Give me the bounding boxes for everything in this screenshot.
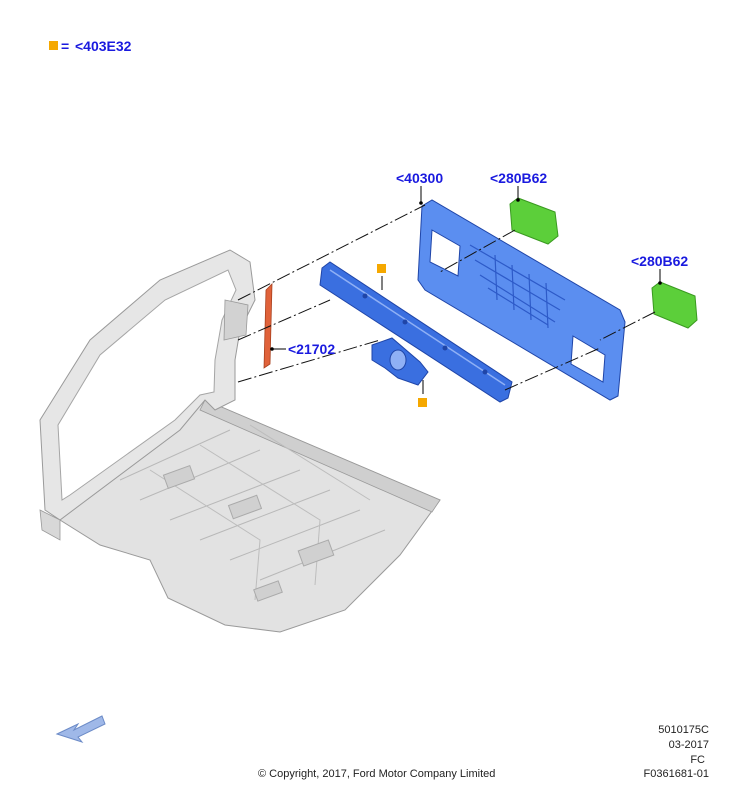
legend-code: <403E32 [75, 38, 132, 54]
legend-equals: = [61, 38, 69, 54]
marker-square-lower [418, 398, 427, 407]
reinforcement-bar [319, 261, 513, 403]
pad-lower [651, 281, 698, 329]
callout-pad-right: <280B62 [631, 253, 688, 269]
direction-arrow-icon [55, 715, 106, 743]
marker-square-upper [377, 264, 386, 273]
back-panel [417, 199, 626, 401]
doc-id: 5010175C [658, 724, 709, 736]
doc-date: 03-2017 [668, 739, 709, 751]
floor-pan [59, 399, 441, 633]
figure-id: F0361681-01 [643, 768, 709, 780]
pad-upper [509, 197, 559, 245]
copyright-notice: © Copyright, 2017, Ford Motor Company Li… [258, 768, 496, 780]
callout-pad-top: <280B62 [490, 170, 547, 186]
body-side-frame [39, 249, 256, 541]
center-bracket [371, 337, 429, 386]
assembly-lines [237, 204, 656, 391]
callout-back-panel: <40300 [396, 170, 443, 186]
doc-region: FC [690, 754, 705, 766]
seal-strip [263, 283, 273, 369]
callout-seal: <21702 [288, 341, 335, 357]
legend-swatch [49, 41, 58, 50]
